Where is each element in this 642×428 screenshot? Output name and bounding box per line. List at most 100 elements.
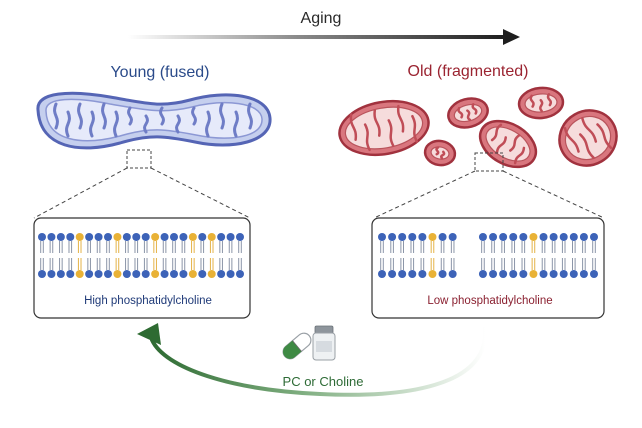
pc-lipid-head — [75, 270, 84, 278]
lipid-tail — [181, 241, 186, 253]
pc-lipid-head — [113, 270, 122, 278]
aging-arrow — [128, 29, 520, 45]
young-mito-crista — [53, 102, 59, 130]
old-mito-crista — [466, 109, 472, 122]
lipid-head — [38, 270, 46, 278]
lipid-tail — [531, 258, 536, 270]
lipid-head — [236, 270, 244, 278]
lipid-tail — [400, 241, 404, 253]
lipid-head — [122, 270, 131, 278]
lipid-tail — [228, 241, 233, 253]
lipid-head — [378, 233, 386, 241]
lipid-tail — [143, 241, 148, 253]
young-mito-crista — [159, 106, 165, 126]
pc-lipid-head — [151, 270, 160, 278]
old-mitochondria — [338, 86, 618, 169]
lipid-head — [579, 270, 588, 278]
lipid-tail — [115, 258, 120, 270]
lipid-head — [122, 233, 131, 241]
lipid-head — [179, 270, 188, 278]
old-mito-crista — [509, 134, 521, 152]
lipid-tail — [410, 241, 415, 253]
lipid-tail — [228, 258, 233, 270]
old-mito-crista — [513, 146, 526, 165]
lipid-head — [217, 270, 226, 278]
lipid-tail — [40, 258, 44, 270]
lipid-tail — [219, 241, 223, 253]
lipid-tail — [68, 258, 73, 270]
pc-lipid-head — [428, 233, 437, 241]
lipid-tail — [200, 258, 205, 270]
lipid-head — [104, 233, 112, 241]
lipid-tail — [77, 241, 82, 253]
young-mito-crista — [233, 110, 239, 138]
lipid-head — [141, 233, 150, 241]
old-mito-crista — [471, 103, 478, 115]
lipid-head — [198, 233, 207, 241]
aging-label: Aging — [300, 10, 342, 27]
lipid-tail — [172, 241, 176, 253]
lipid-tail — [200, 241, 205, 253]
lipid-head — [489, 270, 498, 278]
lipid-head — [519, 270, 528, 278]
old-mito-fragment — [478, 119, 538, 169]
old-mito-fragment — [447, 97, 489, 129]
lipid-tail — [572, 241, 576, 253]
lipid-head — [66, 270, 75, 278]
capsule-icon — [282, 332, 312, 360]
young-mito-crista — [127, 106, 133, 126]
old-mito-fragment — [517, 86, 565, 120]
lipid-tail — [430, 241, 435, 253]
lipid-head — [448, 233, 457, 241]
lipid-head — [539, 270, 548, 278]
young-mito-crista — [175, 114, 181, 134]
pc-lipid-head — [207, 233, 216, 241]
lipid-tail — [390, 258, 394, 270]
choline-bottle-icon — [312, 325, 336, 361]
lipid-head — [478, 233, 487, 241]
lipid-head — [549, 270, 558, 278]
low-pc-label: Low phosphatidylcholine — [427, 295, 553, 307]
lipid-head — [398, 233, 407, 241]
lipid-head — [217, 233, 226, 241]
lipid-tail — [521, 258, 526, 270]
rescue-arrow — [137, 323, 488, 397]
young-mito-crista — [191, 106, 197, 126]
lipid-tail — [59, 241, 63, 253]
young-mito-crista — [219, 102, 225, 130]
old-membrane-panel — [371, 217, 605, 319]
young-mito-crista — [143, 114, 149, 134]
old-mito-fragment — [338, 99, 430, 157]
lipid-tail — [115, 241, 120, 253]
lipid-head — [418, 233, 427, 241]
lipid-tail — [420, 258, 425, 270]
lipid-tail — [481, 258, 485, 270]
lipid-tail — [551, 241, 556, 253]
young-lipid-bilayer — [38, 233, 244, 278]
young-mito-crista — [101, 102, 107, 130]
lipid-tail — [40, 241, 44, 253]
lipid-tail — [440, 241, 445, 253]
lipid-head — [569, 233, 578, 241]
lipid-tail — [430, 258, 435, 270]
young-mito-crista — [205, 110, 211, 138]
lipid-head — [141, 270, 150, 278]
lipid-tail — [77, 258, 82, 270]
old-mito-crista — [373, 109, 381, 137]
lipid-tail — [181, 258, 186, 270]
young-zoom-indicator — [33, 149, 251, 219]
pc-lipid-head — [75, 233, 84, 241]
lipid-head — [478, 270, 487, 278]
lipid-tail — [162, 241, 167, 253]
lipid-head — [236, 233, 244, 241]
lipid-tail — [238, 258, 242, 270]
lipid-tail — [87, 258, 91, 270]
lipid-tail — [511, 241, 516, 253]
lipid-head — [408, 270, 417, 278]
lipid-tail — [592, 241, 596, 253]
pc-lipid-head — [529, 270, 538, 278]
old-mito-crista — [457, 106, 464, 119]
lipid-head — [38, 233, 46, 241]
lipid-head — [489, 233, 498, 241]
